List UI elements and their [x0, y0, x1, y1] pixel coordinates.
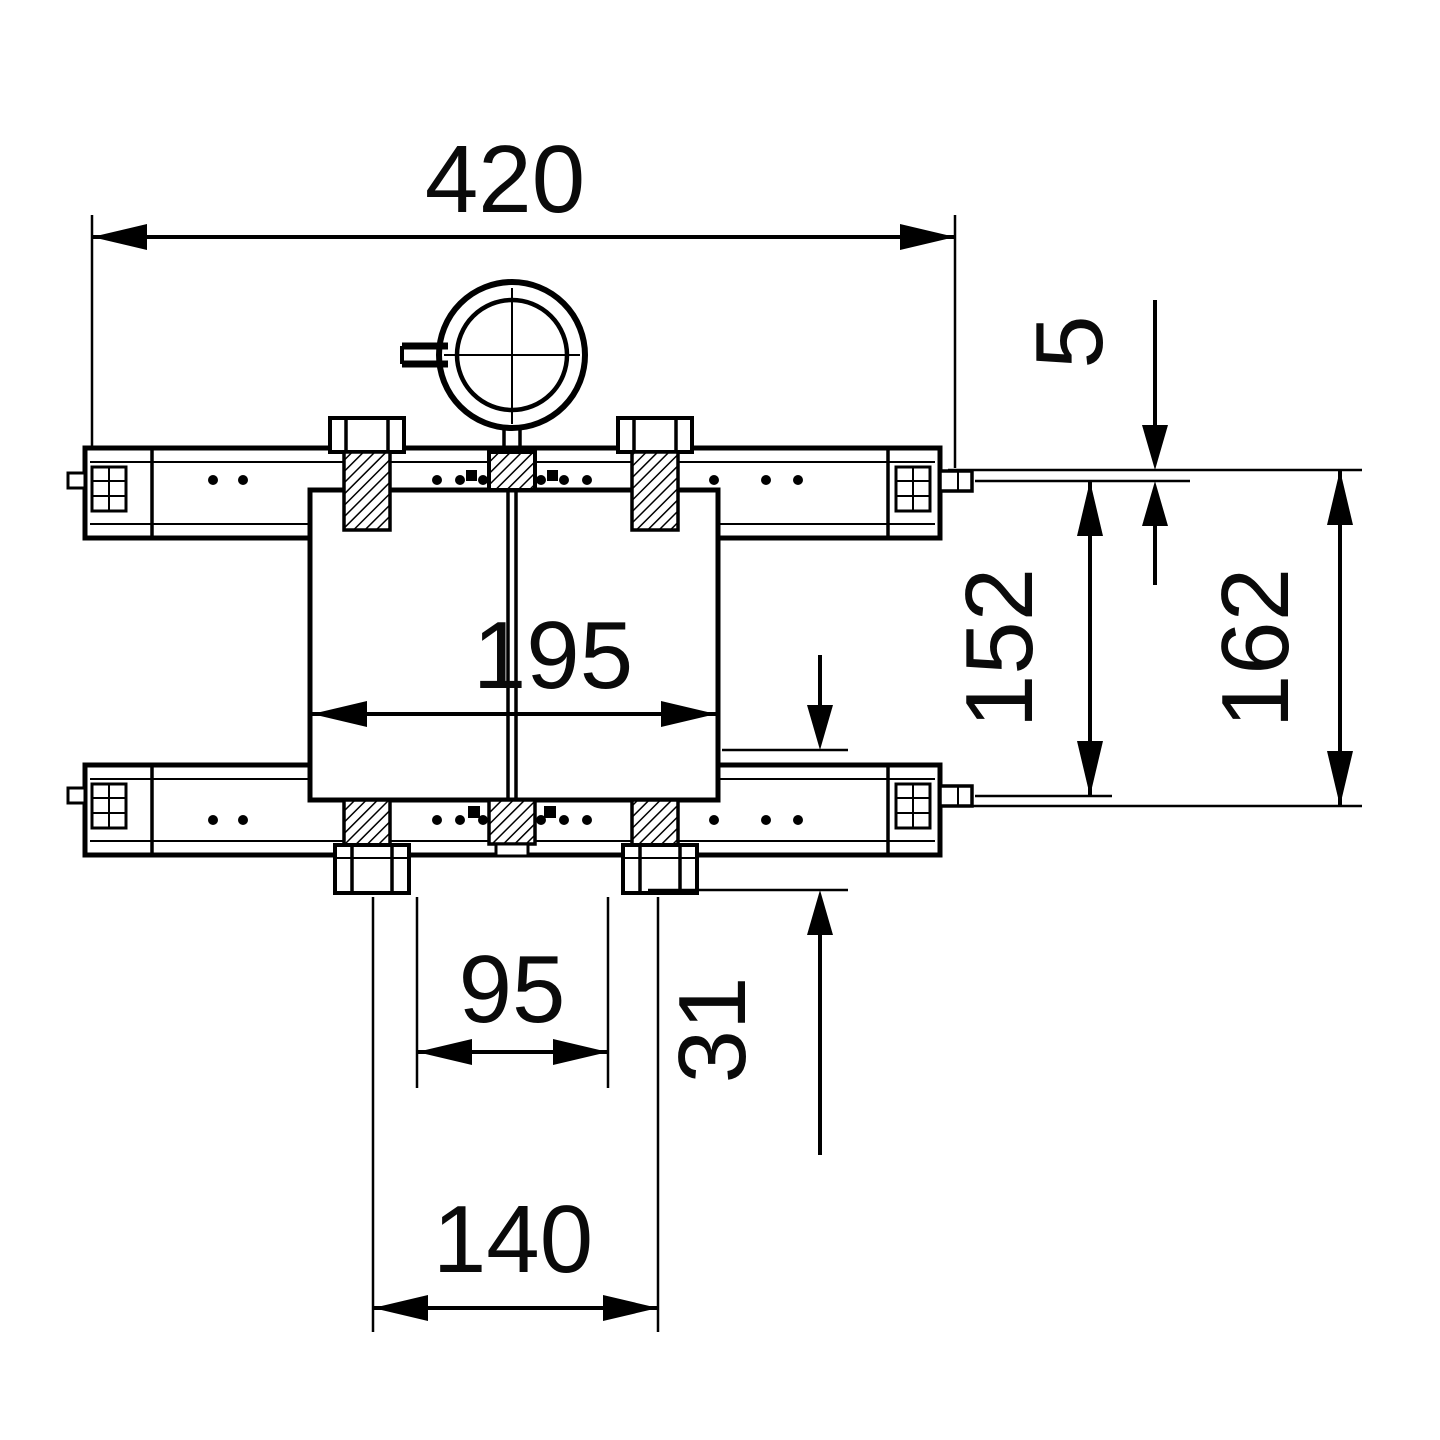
top-rail-pin	[938, 469, 974, 493]
clamp-stem	[487, 426, 537, 492]
dim-height-pin-spacing: 152	[946, 481, 1112, 798]
dim-label-height-pin-spacing: 152	[946, 568, 1053, 728]
arrowhead	[1327, 470, 1353, 525]
central-box	[307, 487, 721, 803]
arrowhead	[900, 224, 955, 250]
clamp-foot-right	[547, 470, 558, 481]
arrowhead	[373, 1295, 428, 1321]
arrowhead	[661, 701, 716, 727]
arrowhead	[807, 890, 833, 935]
dim-width-total: 420	[90, 126, 957, 468]
dim-offset-bottom: 31	[648, 655, 848, 1155]
bottom-rail-right-bracket	[894, 782, 932, 830]
top-connection-left	[328, 416, 406, 532]
dim-label-offset-bottom: 31	[659, 977, 766, 1084]
pipe-clamp	[400, 279, 588, 492]
arrowhead	[553, 1039, 608, 1065]
bottom-rail-left-bracket	[66, 782, 128, 830]
dim-label-height-total: 162	[1202, 568, 1309, 728]
bottom-connection-right	[621, 798, 699, 895]
arrowhead	[1327, 751, 1353, 806]
arrowhead	[312, 701, 367, 727]
bottom-rail-pin	[938, 784, 974, 808]
dim-height-total: 162	[948, 470, 1362, 808]
dim-label-width-ports-center: 140	[433, 1186, 593, 1293]
arrowhead	[807, 705, 833, 750]
dim-label-offset-pin-top: 5	[1016, 315, 1123, 368]
clamp-foot-left	[466, 470, 477, 481]
dim-width-ports-center: 140	[371, 897, 660, 1332]
dim-label-width-box: 195	[473, 602, 633, 709]
clamp-screw-boss	[400, 342, 448, 368]
top-connection-right	[616, 416, 694, 532]
arrowhead	[1142, 481, 1168, 526]
arrowhead	[1077, 481, 1103, 536]
top-rail-right-bracket	[894, 465, 932, 513]
dim-offset-pin-top: 5	[948, 300, 1362, 585]
dim-width-ports-inner: 95	[415, 897, 610, 1088]
arrowhead	[603, 1295, 658, 1321]
arrowhead	[1077, 741, 1103, 796]
arrowhead	[417, 1039, 472, 1065]
bottom-rail-holes	[208, 815, 803, 825]
bottom-center-bracket	[468, 798, 556, 858]
dim-label-width-ports-inner: 95	[459, 936, 566, 1043]
top-rail-holes	[208, 475, 803, 485]
top-rail-left-bracket	[66, 465, 128, 513]
arrowhead	[92, 224, 147, 250]
dim-label-width-total: 420	[425, 126, 585, 233]
dim-width-box: 195	[312, 602, 716, 727]
bottom-connection-left	[333, 798, 411, 895]
arrowhead	[1142, 425, 1168, 470]
